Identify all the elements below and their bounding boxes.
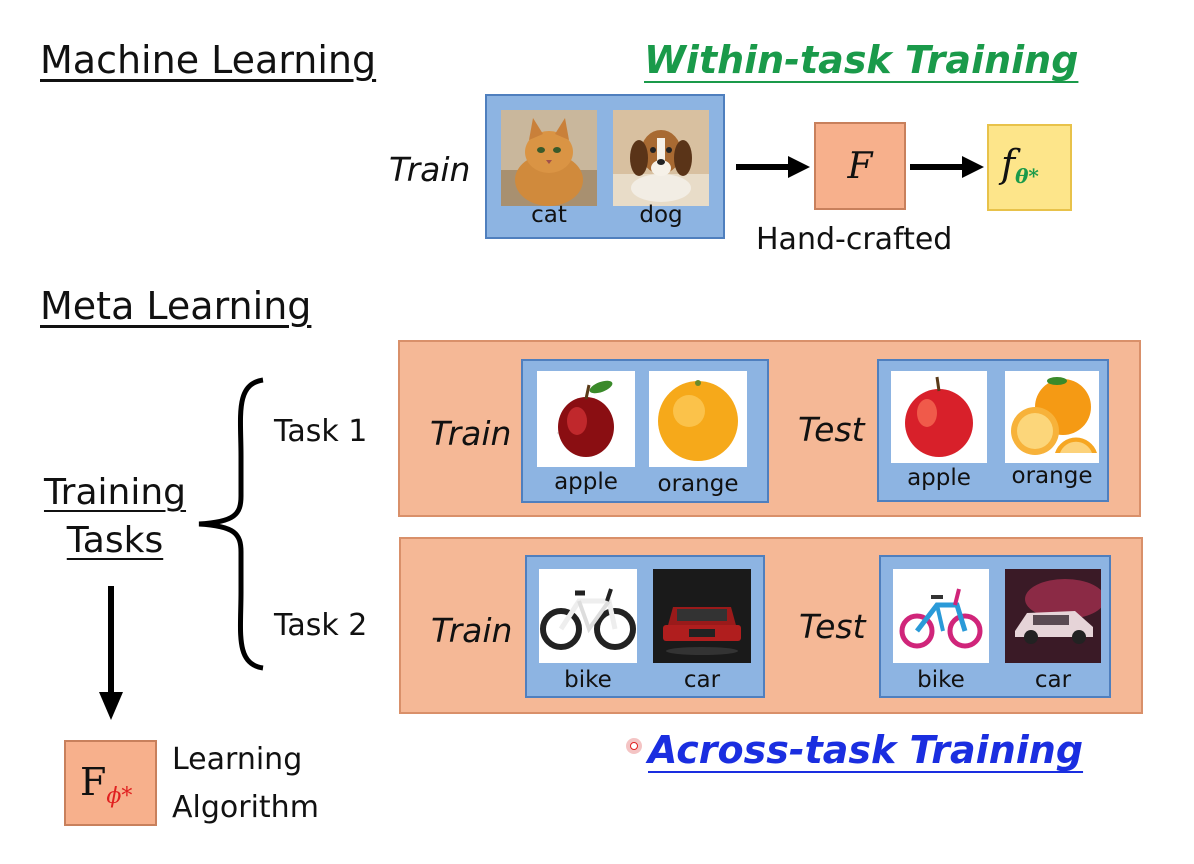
hand-crafted-label: Hand-crafted [756,222,953,257]
task1-panel: Train apple orange Test [398,340,1141,517]
task2-test-caption-bike: bike [917,667,965,693]
f-theta-subscript: θ* [1015,164,1039,188]
task2-train-set: bike car [525,555,765,698]
curly-brace-icon [198,377,264,671]
right-arrow-icon [736,156,810,178]
task1-test-set: apple orange [877,359,1109,502]
task1-train-caption-apple: apple [554,469,618,495]
car-image [653,569,751,663]
dog-image [613,110,709,206]
ml-train-set-box: cat dog [485,94,725,239]
across-task-training-title: Across-task Training [648,728,1084,772]
task2-train-caption-car: car [683,667,721,693]
apple-image [537,371,635,467]
bike-image [893,569,989,663]
task2-label: Task 2 [274,608,368,643]
cat-caption: cat [531,202,567,228]
pointer-dot-icon [626,738,642,754]
f-theta-box: fθ* [987,124,1072,211]
task1-train-label: Train [430,414,512,453]
training-tasks-line2: Tasks [66,520,164,561]
learning-algorithm-line2: Algorithm [172,790,319,825]
orange-image [649,371,747,467]
task1-train-set: apple orange [521,359,769,503]
ml-train-label: Train [389,150,471,189]
orange-image [1005,371,1099,463]
cat-image [501,110,597,206]
right-arrow-icon [910,156,984,178]
training-tasks-line1: Training [43,472,187,513]
within-task-training-title: Within-task Training [644,38,1079,82]
task2-test-set: bike car [879,555,1111,698]
f-theta-base: f [1001,142,1016,186]
task1-train-caption-orange: orange [657,471,739,497]
task2-test-caption-car: car [1034,667,1072,693]
task2-test-label: Test [799,607,866,646]
dog-caption: dog [639,202,683,228]
meta-learning-heading: Meta Learning [40,284,312,328]
down-arrow-icon [99,586,123,720]
task2-train-label: Train [431,611,513,650]
task1-test-caption-orange: orange [1011,463,1093,489]
task1-test-caption-apple: apple [907,465,971,491]
task2-panel: Train bike car Test [399,537,1143,714]
apple-image [891,371,987,463]
f-box-label: F [847,146,873,187]
task1-label: Task 1 [274,414,368,449]
handcrafted-f-box: F [814,122,906,210]
car-image [1005,569,1101,663]
f-phi-base: F [80,760,107,804]
machine-learning-heading: Machine Learning [40,38,377,82]
f-phi-subscript: ϕ* [106,784,133,809]
learning-algorithm-line1: Learning [172,742,303,777]
bike-image [539,569,637,663]
f-phi-box: Fϕ* [64,740,157,826]
task2-train-caption-bike: bike [564,667,612,693]
task1-test-label: Test [798,410,865,449]
